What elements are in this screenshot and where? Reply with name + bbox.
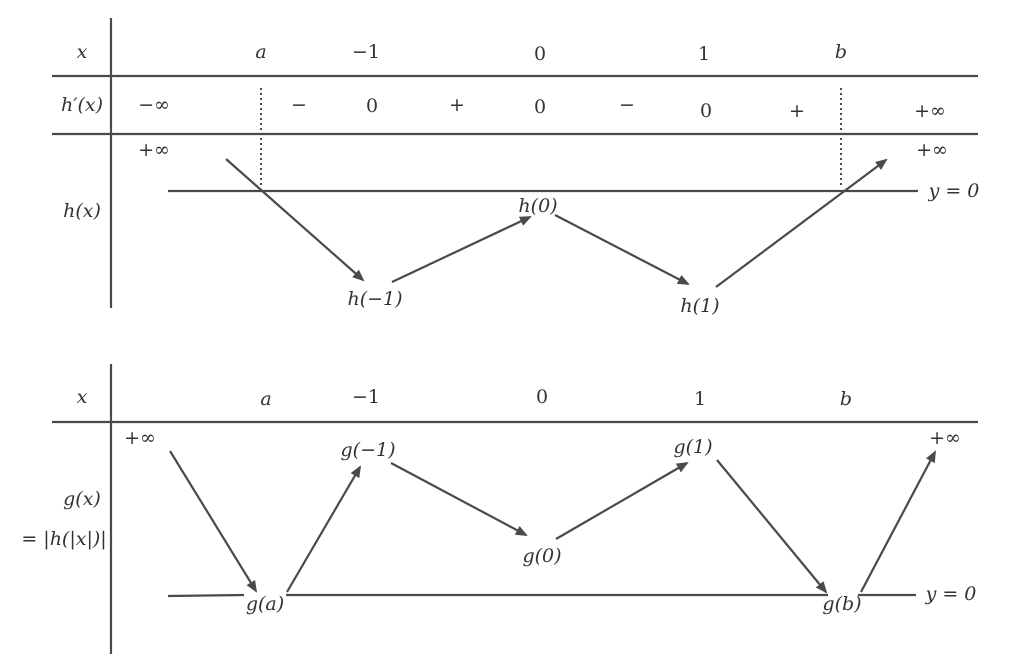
table1-deriv-sign-4: + (789, 100, 805, 122)
table-2: x g(x) = |h(|x|)| a −1 0 1 b y = 0 +∞ +∞… (21, 364, 978, 654)
table1-x-label: x (77, 41, 88, 63)
table2-func-label-1: g(x) (63, 488, 101, 510)
table2-x-label: x (77, 386, 88, 408)
table1-deriv-zero-1: 0 (366, 95, 378, 117)
table2-arrow-decreasing-2 (390, 462, 528, 536)
table2-x-b: b (840, 388, 852, 410)
table2-arrow-increasing-1 (286, 465, 362, 593)
table1-x-0: 0 (534, 43, 546, 65)
table2-arrow-decreasing-3 (716, 459, 828, 594)
table1-deriv-sign-3: − (619, 94, 635, 116)
table2-g-neg1: g(−1) (341, 439, 396, 461)
table2-arrow-decreasing-1 (169, 450, 258, 593)
table2-g-b: g(b) (822, 593, 861, 615)
table2-x-1: 1 (694, 388, 706, 410)
table1-arrow-increasing-1 (391, 216, 532, 283)
table2-func-label-2: = |h(|x|)| (21, 528, 106, 550)
table1-h-0: h(0) (518, 195, 557, 217)
table1-deriv-sign-1: − (291, 94, 307, 116)
table2-zero-line-left (167, 593, 245, 598)
table2-x-neg1: −1 (352, 386, 380, 408)
table2-top-left-inf: +∞ (124, 427, 156, 449)
table1-zero-label: y = 0 (928, 180, 980, 202)
table1-deriv-neg-inf: −∞ (138, 94, 170, 116)
table2-g-1: g(1) (673, 436, 712, 458)
table1-top-left-inf: +∞ (138, 139, 170, 161)
table2-g-a: g(a) (246, 593, 284, 615)
table-1: x h′(x) h(x) a −1 0 1 b −∞ − 0 + 0 − 0 +… (52, 18, 979, 317)
table1-top-right-inf: +∞ (916, 139, 948, 161)
table2-g-0: g(0) (522, 545, 561, 567)
table1-deriv-zero-2: 0 (534, 96, 546, 118)
table1-x-a: a (255, 41, 266, 63)
table1-h-neg1: h(−1) (347, 288, 402, 310)
table2-zero-label: y = 0 (925, 583, 977, 605)
table2-arrow-increasing-3 (860, 450, 936, 593)
table1-deriv-zero-3: 0 (700, 100, 712, 122)
table2-x-0: 0 (536, 386, 548, 408)
table1-func-label: h(x) (63, 200, 101, 222)
table1-deriv-label: h′(x) (61, 94, 103, 116)
table1-arrow-increasing-2 (715, 158, 888, 288)
table2-arrow-increasing-2 (555, 461, 689, 540)
table2-top-right-inf: +∞ (929, 427, 961, 449)
table1-arrow-decreasing-1 (225, 158, 365, 282)
table1-deriv-pos-inf: +∞ (914, 100, 946, 122)
table1-x-1: 1 (698, 43, 710, 65)
table1-deriv-sign-2: + (449, 94, 465, 116)
table1-h-1: h(1) (680, 295, 719, 317)
table1-arrow-decreasing-2 (554, 214, 690, 285)
table1-x-neg1: −1 (352, 41, 380, 63)
table1-x-b: b (835, 41, 847, 63)
table2-x-a: a (260, 388, 271, 410)
